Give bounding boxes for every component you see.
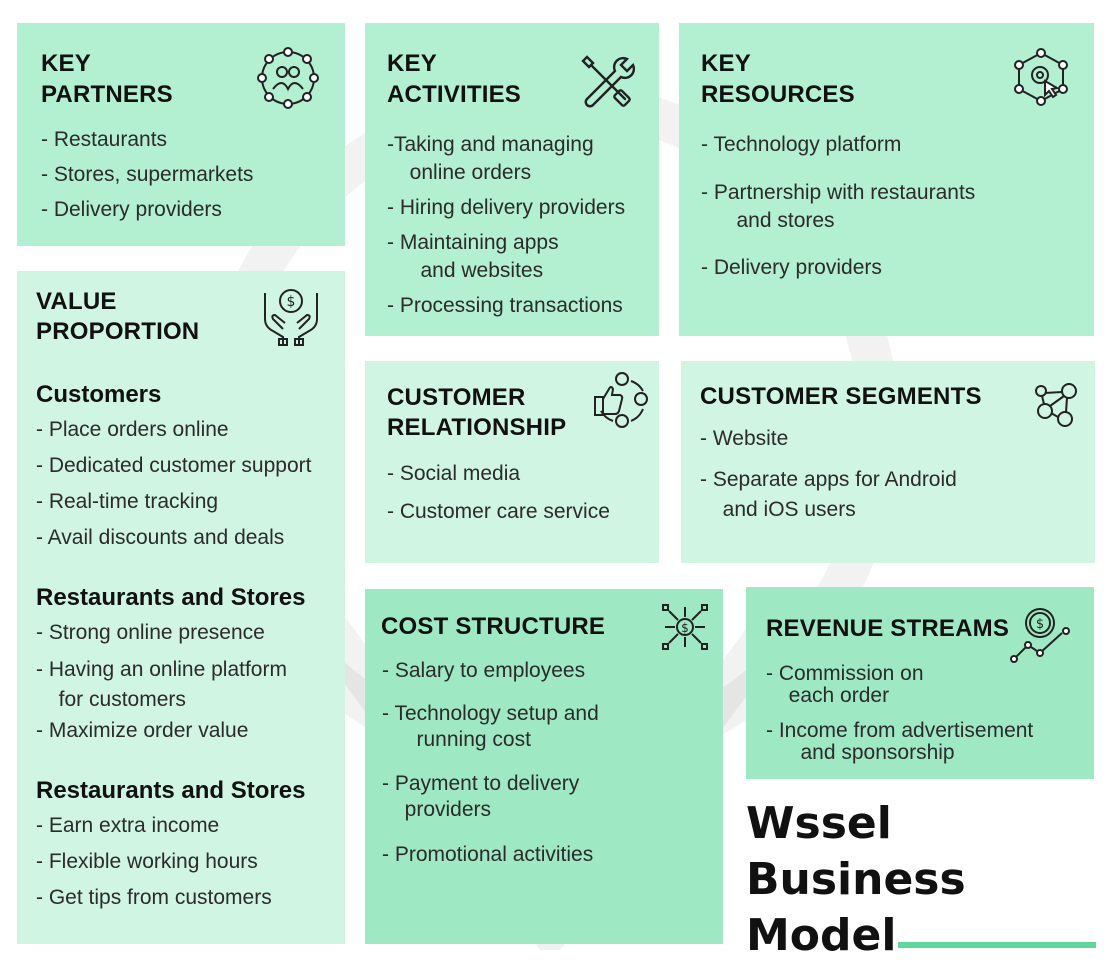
customer-segments-item: - Website [700,427,789,450]
customer-relationship-item: - Social media [387,462,521,485]
value-group-heading: Customers [36,381,162,408]
key-activities-item: - Processing transactions [387,294,623,317]
coin-growth-icon: $ [1010,607,1072,663]
cost-structure-item: - Technology setup and running cost [382,702,599,751]
tools-icon [579,53,636,109]
key-partners-item: - Stores, supermarkets [41,163,254,186]
key-resources-item: - Delivery providers [701,256,882,279]
hands-coin-icon: $ [259,283,323,347]
value-item: - Earn extra income [36,814,220,837]
customer-segments-card: CUSTOMER SEGMENTS - Website - Separate a… [681,361,1095,563]
cost-structure-card: COST STRUCTURE $ - Salary to employees -… [365,589,723,944]
value-item: - Avail discounts and deals [36,526,285,549]
dollar-arrows-icon: $ [661,603,709,651]
svg-text:$: $ [681,621,689,635]
value-item: - Real-time tracking [36,490,219,513]
customer-segments-title: CUSTOMER SEGMENTS [700,383,982,410]
key-activities-item: -Taking and managing online orders [387,133,594,184]
revenue-streams-title: REVENUE STREAMS [766,615,1010,642]
key-resources-item: - Technology platform [701,133,902,156]
revenue-streams-item: - Income from advertisement and sponsors… [766,719,1034,764]
value-item: - Dedicated customer support [36,454,312,477]
cost-structure-title: COST STRUCTURE [381,613,606,640]
people-network-icon [255,45,321,111]
value-item: - Get tips from customers [36,886,272,909]
value-group-heading: Restaurants and Stores [36,584,306,611]
value-group-heading: Restaurants and Stores [36,777,306,804]
cost-structure-item: - Salary to employees [382,659,586,682]
business-model-title: Wssel Business Model [746,798,966,961]
revenue-streams-card: REVENUE STREAMS $ - Commission on each o… [746,587,1094,779]
value-item: - Having an online platform for customer… [36,658,287,711]
thumbs-up-cycle-icon [591,371,653,433]
value-item: - Place orders online [36,418,229,441]
value-item: - Strong online presence [36,621,265,644]
key-resources-item: - Partnership with restaurants and store… [701,181,976,232]
gear-network-icon [1009,45,1073,109]
svg-text:$: $ [1036,617,1044,632]
customer-relationship-item: - Customer care service [387,500,610,523]
cost-structure-item: - Promotional activities [382,843,594,866]
key-partners-item: - Restaurants [41,128,168,151]
value-item: - Maximize order value [36,719,249,742]
svg-text:$: $ [287,294,296,310]
people-connections-icon [1031,381,1079,429]
key-activities-item: - Maintaining apps and websites [387,231,559,282]
value-item: - Flexible working hours [36,850,258,873]
key-partners-item: - Delivery providers [41,198,222,221]
revenue-streams-item: - Commission on each order [766,662,924,707]
title-underline [898,942,1096,948]
customer-segments-item: - Separate apps for Android and iOS user… [700,468,957,521]
cost-structure-item: - Payment to delivery providers [382,772,580,821]
key-activities-item: - Hiring delivery providers [387,196,626,219]
